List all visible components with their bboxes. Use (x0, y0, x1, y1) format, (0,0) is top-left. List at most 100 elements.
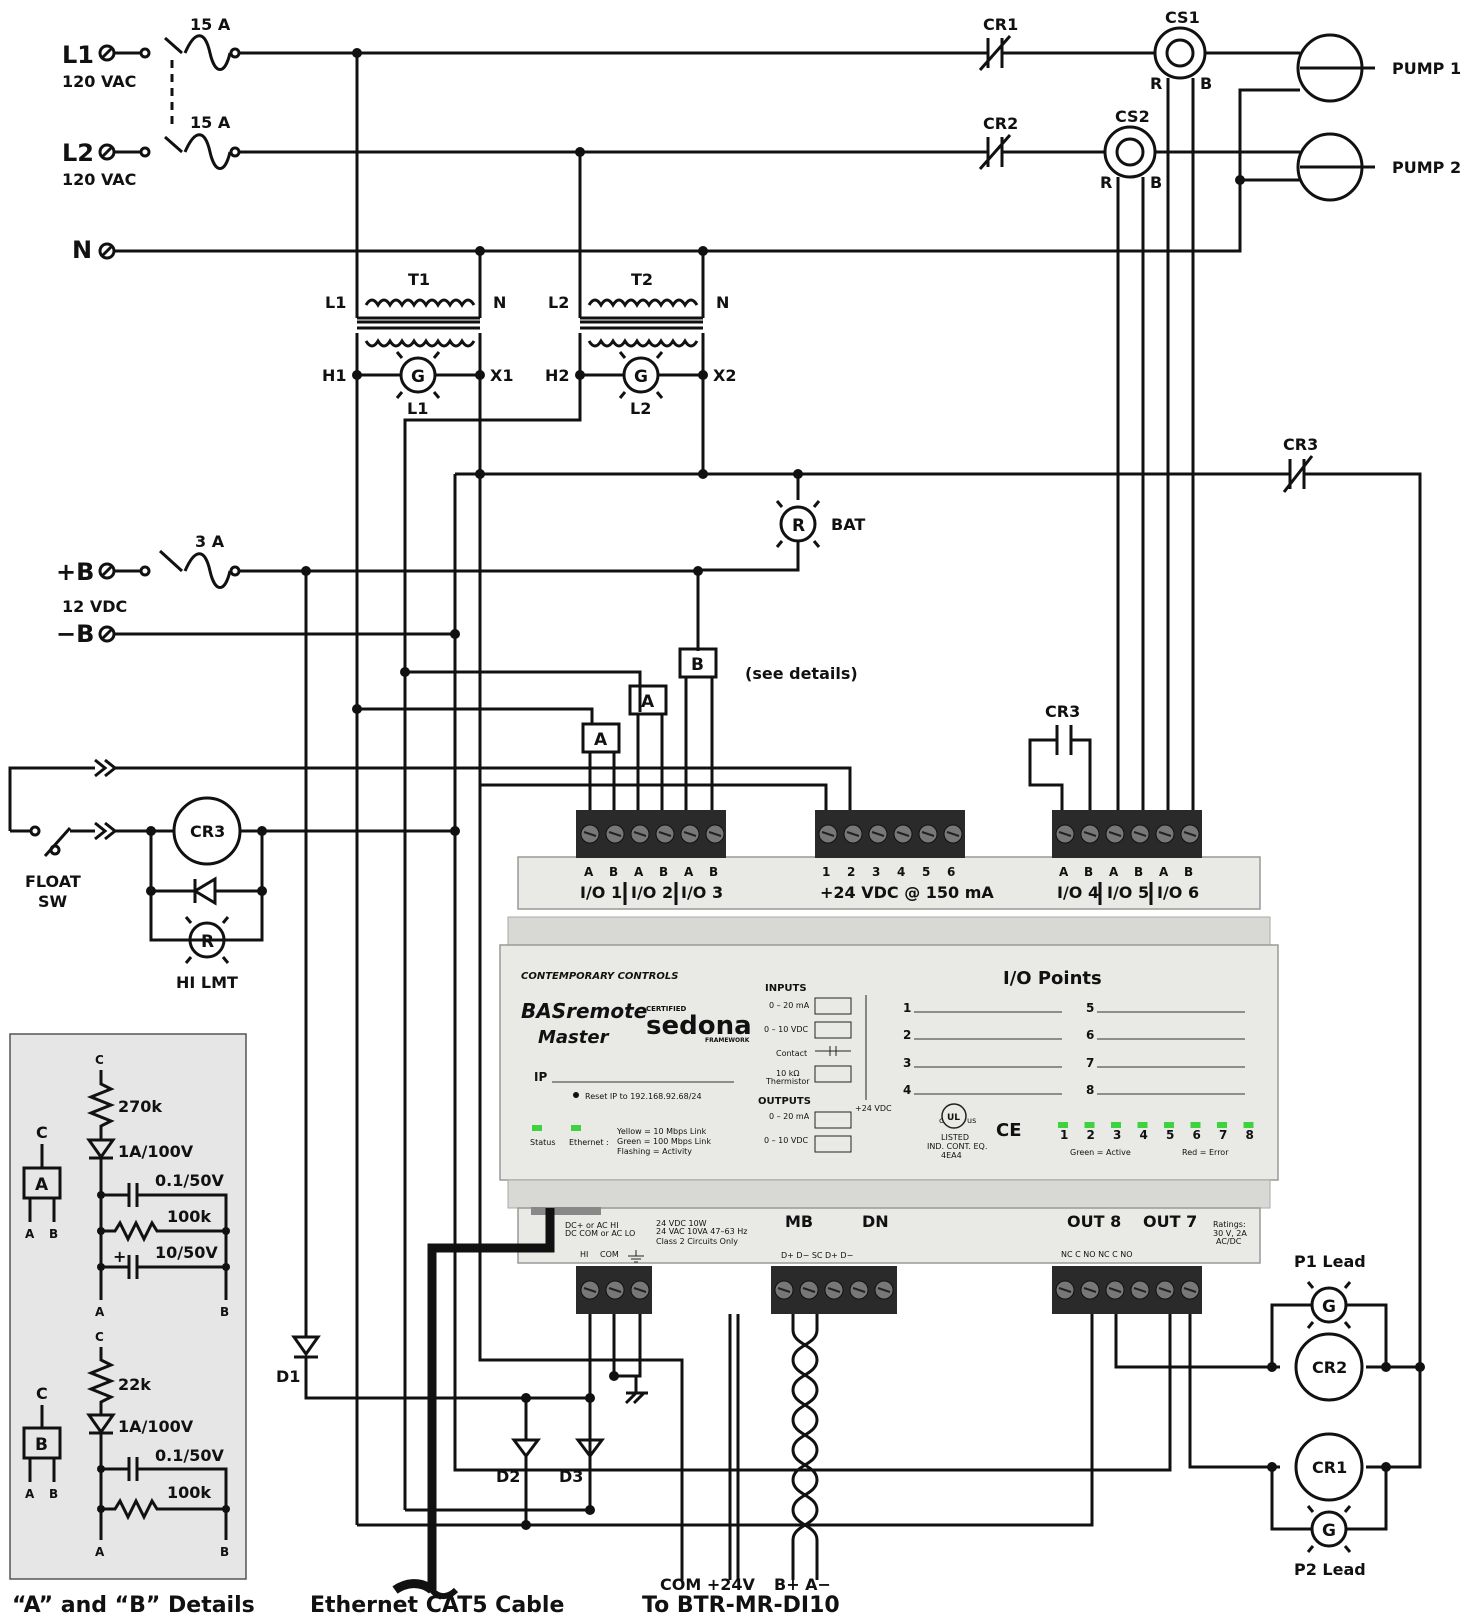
io3-label: I/O 3 (681, 883, 723, 902)
pump-circuit: CR1 CR2 CS1 R B CS2 R B PUMP 1 PUMP 2 (975, 8, 1461, 818)
ind-cont: IND. CONT. EQ. (927, 1142, 987, 1151)
cs1-r: R (1150, 74, 1162, 93)
float-label: FLOAT (25, 872, 81, 891)
pump-1-label: PUMP 1 (1392, 59, 1461, 78)
pin-label: 4 (897, 865, 905, 879)
det-a-100k: 100k (167, 1207, 211, 1226)
t1-l1: L1 (325, 293, 346, 312)
in-0-20ma: 0 – 20 mA (769, 1001, 810, 1010)
cs2-r: R (1100, 173, 1112, 192)
ratings-val: 30 V, 2A (1213, 1229, 1247, 1238)
details-caption: “A” and “B” Details (12, 1593, 255, 1618)
d1-label: D1 (276, 1367, 300, 1386)
reset-ip: Reset IP to 192.168.92.68/24 (585, 1092, 702, 1101)
ul-code: 4EA4 (941, 1151, 962, 1160)
pin-label: 1 (822, 865, 830, 879)
red-error: Red = Error (1182, 1148, 1229, 1157)
det-a-cap2: 10/50V (155, 1243, 218, 1262)
p1-lead-lamp (1310, 1286, 1348, 1324)
io4-label: I/O 4 (1057, 883, 1099, 902)
l1-lamp-label: L1 (407, 399, 428, 418)
status-led (1084, 1122, 1095, 1128)
cr2-contact-label: CR2 (983, 114, 1018, 133)
brand: CONTEMPORARY CONTROLS (521, 971, 678, 982)
t1-x1: X1 (490, 366, 513, 385)
ethernet-caption: Ethernet CAT5 Cable (310, 1593, 564, 1618)
ul-mark (941, 1103, 967, 1129)
det-b-box: B (35, 1435, 48, 1455)
det-a-c2: C (95, 1053, 104, 1067)
det-a-plus: + (113, 1247, 126, 1266)
pin-label: B (609, 865, 618, 879)
ethernet-label: Ethernet : (569, 1138, 609, 1147)
detail-box-a-1 (581, 722, 621, 754)
basremote-module: A B A B A B 1 2 3 4 5 6 A B A B A B I/O … (499, 810, 1279, 1314)
io-point-num: 7 (1086, 1056, 1094, 1070)
det-b-cap1: 0.1/50V (155, 1446, 224, 1465)
out7-label: OUT 7 (1143, 1212, 1197, 1231)
fuse-15a-l2: 15 A (190, 113, 231, 132)
bottom-wiring: D2 D3 COM +24V B+ A− (357, 785, 1094, 1599)
t2-x2: X2 (713, 366, 736, 385)
pin-label: 6 (947, 865, 955, 879)
eth-legend-1: Yellow = 10 Mbps Link (616, 1127, 707, 1136)
bat-label: BAT (831, 515, 865, 534)
led-number: 6 (1193, 1128, 1201, 1142)
io6-label: I/O 6 (1157, 883, 1199, 902)
pin-label: A (1159, 865, 1169, 879)
box-b-label: B (691, 655, 704, 675)
rating-2: 24 VAC 10VA 47–63 Hz (656, 1227, 747, 1236)
ratings-acdc: AC/DC (1216, 1237, 1242, 1246)
det-a-diode: 1A/100V (118, 1142, 194, 1161)
hi-lmt-lamp (188, 921, 226, 959)
eth-legend-3: Flashing = Activity (617, 1147, 692, 1156)
l2-lamp-g: G (634, 367, 648, 387)
ethernet-cable (392, 1208, 555, 1594)
box-a-1-label: A (594, 730, 608, 750)
pin-label: A (1109, 865, 1119, 879)
out-terminal-block (1052, 1266, 1202, 1314)
pin-label: B (659, 865, 668, 879)
io5-label: I/O 5 (1107, 883, 1149, 902)
io-point-num: 6 (1086, 1028, 1094, 1042)
t2-h2: H2 (545, 366, 570, 385)
b-voltage: 12 VDC (62, 597, 127, 616)
l1-label: L1 (62, 41, 94, 69)
bpam-label: B+ A− (774, 1575, 831, 1594)
t1-label: T1 (408, 270, 430, 289)
det-a-box: A (35, 1175, 49, 1195)
t1-h1: H1 (322, 366, 347, 385)
output-coils: CR2 CR1 G P1 Lead G P2 Lead (1114, 1252, 1425, 1579)
p2-lead-label: P2 Lead (1294, 1560, 1366, 1579)
pin-label: A (584, 865, 594, 879)
pb-label: +B (56, 558, 94, 586)
pin-label: B (1134, 865, 1143, 879)
pin-label: B (709, 865, 718, 879)
fuse-3a: 3 A (195, 532, 225, 551)
plus24: +24 VDC (855, 1104, 892, 1113)
cr1-contact-label: CR1 (983, 15, 1018, 34)
mb-label: −B (56, 620, 94, 648)
power-label-1: DC+ or AC HI (565, 1221, 619, 1230)
detail-box-a-2 (628, 684, 668, 716)
p1-lamp-g: G (1322, 1297, 1336, 1317)
cr1-coil (1294, 1432, 1364, 1502)
det-b-tb: B (49, 1487, 58, 1501)
p2-lamp-g: G (1322, 1521, 1336, 1541)
t1-n: N (493, 293, 506, 312)
l2-pilot-lamp (622, 356, 660, 394)
power-lines: L1 120 VAC L2 120 VAC N 15 A 15 A (62, 15, 1300, 264)
io-point-num: 5 (1086, 1001, 1094, 1015)
ab-boxes: A A B (see details) (352, 571, 858, 818)
pin-label: 2 (847, 865, 855, 879)
hi-lmt-label: HI LMT (176, 973, 238, 992)
cs2-sensor (1103, 125, 1157, 179)
outputs-title: OUTPUTS (758, 1096, 811, 1107)
det-b-ta: A (25, 1487, 35, 1501)
p1-lead-label: P1 Lead (1294, 1252, 1366, 1271)
box-a-2-label: A (641, 692, 655, 712)
dn-label: DN (862, 1212, 889, 1231)
detail-box-b (678, 647, 718, 679)
pin-label: 5 (922, 865, 930, 879)
